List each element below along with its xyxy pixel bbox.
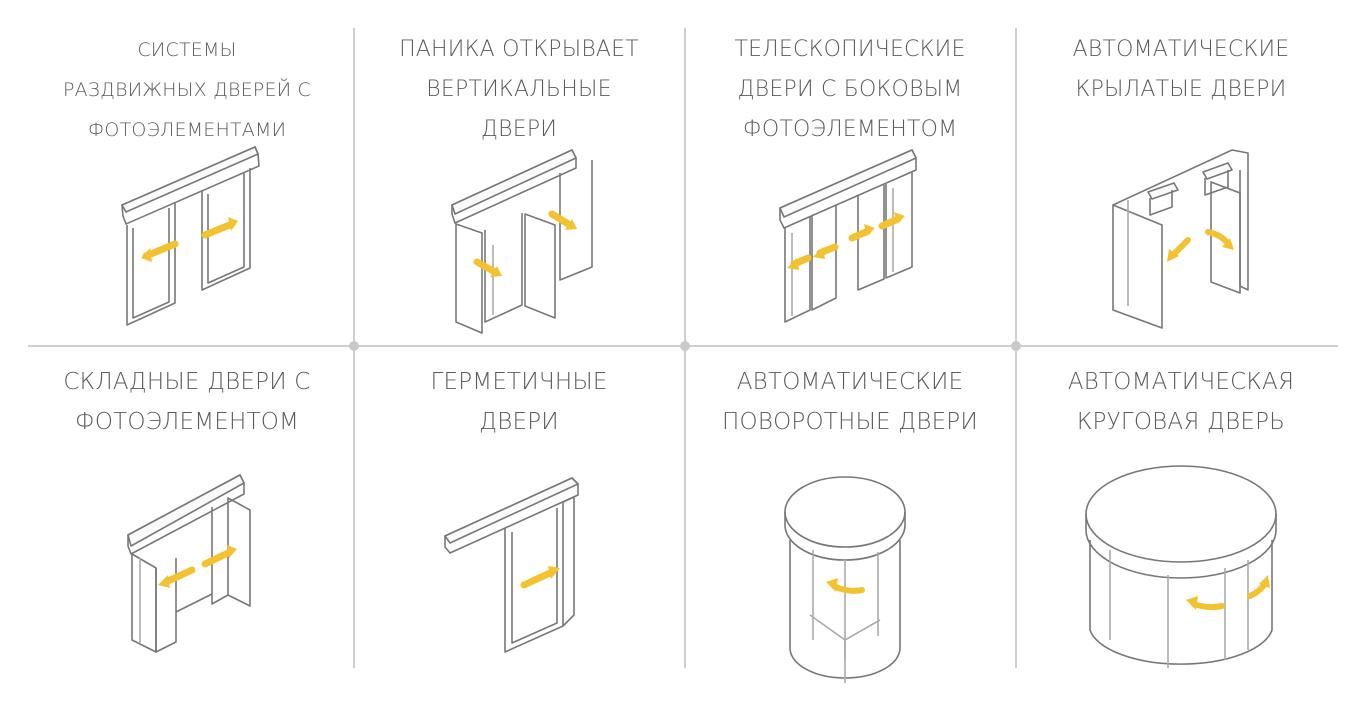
- cell-title: АВТОМАТИЧЕСКАЯ КРУГОВАЯ ДВЕРЬ: [1016, 362, 1346, 442]
- title-line: ДВЕРИ С БОКОВЫМ: [737, 77, 963, 102]
- arrow-head-icon: [228, 217, 238, 231]
- arrow-icon: [831, 583, 865, 594]
- title-line: АВТОМАТИЧЕСКИЕ: [1072, 37, 1290, 62]
- divider-dot-3: [1011, 341, 1021, 351]
- arrow-icon: [142, 220, 236, 260]
- title-line: ФОТОЭЛЕМЕНТОМ: [74, 409, 300, 435]
- cell-telescopic-doors: ТЕЛЕСКОПИЧЕСКИЕ ДВЕРИ С БОКОВЫМ ФОТОЭЛЕМ…: [685, 0, 1015, 330]
- arrow-head-icon: [1259, 575, 1270, 588]
- title-line: ТЕЛЕСКОПИЧЕСКИЕ: [734, 37, 966, 62]
- swing-doors-illustration: [1112, 149, 1249, 329]
- arrow-head-icon: [1222, 238, 1234, 250]
- title-line: КРЫЛАТЫЕ ДВЕРИ: [1075, 77, 1287, 102]
- title-line: ВЕРТИКАЛЬНЫЕ: [426, 77, 612, 102]
- arrow-head-icon: [141, 248, 152, 262]
- title-line: ФОТОЭЛЕМЕНТАМИ: [87, 119, 287, 141]
- cell-circular-door: АВТОМАТИЧЕСКАЯ КРУГОВАЯ ДВЕРЬ: [1016, 0, 1346, 435]
- arrow-head-icon: [158, 575, 170, 588]
- arrow-head-icon: [813, 247, 825, 259]
- arrow-head-icon: [1167, 249, 1179, 262]
- cell-title: СИСТЕМЫ РАЗДВИЖНЫХ ДВЕРЕЙ С ФОТОЭЛЕМЕНТА…: [22, 30, 352, 150]
- title-line: ДВЕРИ: [480, 117, 558, 142]
- cell-title: ГЕРМЕТИЧНЫЕ ДВЕРИ: [354, 362, 684, 442]
- cell-panic-vertical-doors: ПАНИКА ОТКРЫВАЕТ ВЕРТИКАЛЬНЫЕ ДВЕРИ: [354, 0, 684, 330]
- folding-doors-illustration: [127, 474, 251, 653]
- arrow-head-icon: [490, 266, 502, 277]
- circular-door-illustration: [1085, 465, 1277, 668]
- cell-hermetic-doors: ГЕРМЕТИЧНЫЕ ДВЕРИ: [354, 0, 684, 435]
- arrow-head-icon: [1186, 596, 1198, 610]
- arrow-head-icon: [548, 566, 560, 579]
- hermetic-doors-illustration: [444, 477, 579, 653]
- arrow-icon: [473, 210, 574, 276]
- panic-doors-illustration: [451, 149, 593, 334]
- sliding-doors-illustration: [121, 146, 260, 326]
- arrow-head-icon: [227, 545, 237, 558]
- cell-swing-doors: АВТОМАТИЧЕСКИЕ КРЫЛАТЫЕ ДВЕРИ: [1016, 0, 1346, 330]
- title-line: ДВЕРИ: [479, 409, 559, 435]
- cell-sliding-doors: СИСТЕМЫ РАЗДВИЖНЫХ ДВЕРЕЙ С ФОТОЭЛЕМЕНТА…: [22, 0, 352, 330]
- arrow-head-icon: [565, 219, 577, 230]
- cell-revolving-doors: АВТОМАТИЧЕСКИЕ ПОВОРОТНЫЕ ДВЕРИ: [685, 0, 1015, 435]
- divider-dot-1: [349, 341, 359, 351]
- title-line: СИСТЕМЫ: [137, 39, 237, 61]
- arrow-head-icon: [894, 212, 905, 224]
- title-line: КРУГОВАЯ ДВЕРЬ: [1076, 409, 1286, 435]
- cell-title: СКЛАДНЫЕ ДВЕРИ С ФОТОЭЛЕМЕНТОМ: [22, 362, 352, 442]
- revolving-doors-illustration: [784, 476, 906, 683]
- title-line: РАЗДВИЖНЫХ ДВЕРЕЙ С: [62, 79, 312, 101]
- arrow-icon: [162, 548, 234, 586]
- title-line: ПАНИКА ОТКРЫВАЕТ: [399, 37, 639, 62]
- cell-title: ПАНИКА ОТКРЫВАЕТ ВЕРТИКАЛЬНЫЕ ДВЕРИ: [354, 30, 684, 150]
- arrow-icon: [1169, 229, 1231, 259]
- arrow-head-icon: [826, 578, 838, 592]
- cell-title: АВТОМАТИЧЕСКИЕ КРЫЛАТЫЕ ДВЕРИ: [1016, 30, 1346, 110]
- title-line: СКЛАДНЫЕ ДВЕРИ С: [63, 369, 311, 395]
- cell-folding-doors: СКЛАДНЫЕ ДВЕРИ С ФОТОЭЛЕМЕНТОМ: [22, 0, 352, 435]
- title-line: ГЕРМЕТИЧНЫЕ: [430, 369, 608, 395]
- title-line: АВТОМАТИЧЕСКАЯ: [1067, 369, 1295, 395]
- arrow-head-icon: [864, 224, 875, 236]
- title-line: ФОТОЭЛЕМЕНТОМ: [742, 117, 958, 142]
- title-line: ПОВОРОТНЫЕ ДВЕРИ: [722, 409, 978, 435]
- title-line: АВТОМАТИЧЕСКИЕ: [736, 369, 964, 395]
- arrow-icon: [1191, 579, 1269, 611]
- divider-dot-2: [680, 341, 690, 351]
- arrow-icon: [520, 568, 556, 589]
- cell-title: ТЕЛЕСКОПИЧЕСКИЕ ДВЕРИ С БОКОВЫМ ФОТОЭЛЕМ…: [685, 30, 1015, 150]
- telescopic-doors-illustration: [779, 149, 917, 323]
- arrow-head-icon: [787, 258, 799, 270]
- cell-title: АВТОМАТИЧЕСКИЕ ПОВОРОТНЫЕ ДВЕРИ: [685, 362, 1015, 442]
